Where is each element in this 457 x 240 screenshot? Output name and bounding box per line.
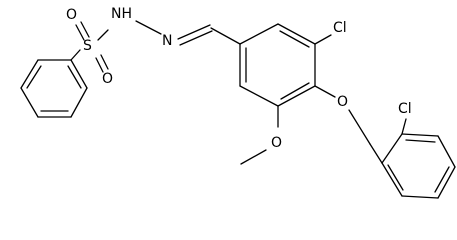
- hydrazone-linker: NH N: [111, 6, 241, 49]
- hydrazone-nh-label: NH: [111, 6, 132, 22]
- methoxy-group: O: [240, 105, 282, 165]
- sulfonyl-oxygen-bottom-label: O: [102, 71, 113, 87]
- central-ring: [239, 23, 316, 107]
- ether-oxygen-label: O: [337, 94, 348, 110]
- sulfonyl-oxygen-top-label: O: [66, 7, 77, 23]
- chemical-structure-diagram: S O O NH N Cl O O: [20, 6, 456, 199]
- phenyl-ring: [20, 59, 88, 118]
- benzyl-chloro-substituent: Cl: [398, 101, 412, 135]
- methoxy-oxygen-label: O: [271, 135, 282, 151]
- chloro-ring-label: Cl: [333, 20, 347, 36]
- sulfonyl-group: S O O: [66, 7, 113, 87]
- sulfur-label: S: [83, 38, 92, 54]
- chloro-benzyl-label: Cl: [398, 101, 412, 117]
- benzyl-ether-linkage: O: [314, 85, 383, 164]
- ring-chloro-substituent: Cl: [314, 20, 347, 45]
- chlorobenzyl-ring: [381, 133, 456, 199]
- hydrazone-n-label: N: [162, 33, 172, 49]
